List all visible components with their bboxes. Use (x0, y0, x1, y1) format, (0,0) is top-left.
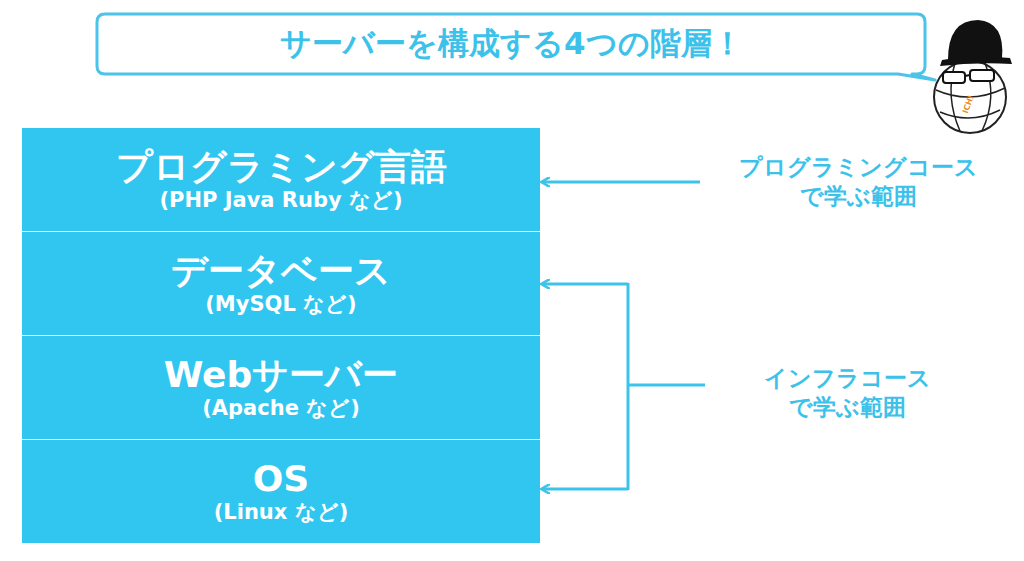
layer-name: データベース (171, 250, 391, 291)
layer-band: プログラミング言語(PHP Java Ruby など) (22, 128, 540, 231)
layer-band: OS(Linux など) (22, 440, 540, 543)
layer-example: (PHP Java Ruby など) (159, 188, 402, 213)
layer-example: (MySQL など) (205, 292, 356, 317)
layer-name: OS (253, 458, 310, 499)
title: サーバーを構成する4つの階層！ (280, 23, 743, 65)
layer-example: (Linux など) (214, 500, 349, 525)
speech-bubble (97, 14, 935, 80)
course-label: インフラコース で学ぶ範囲 (727, 364, 967, 422)
layer-name: Webサーバー (164, 354, 399, 395)
leader-arrow (542, 182, 705, 490)
layer-band: データベース(MySQL など) (22, 232, 540, 335)
layer-name: プログラミング言語 (116, 146, 447, 187)
character-illustration (934, 20, 1012, 133)
course-label: プログラミングコース で学ぶ範囲 (708, 153, 1008, 211)
layer-example: (Apache など) (202, 396, 360, 421)
layer-band: Webサーバー(Apache など) (22, 336, 540, 439)
